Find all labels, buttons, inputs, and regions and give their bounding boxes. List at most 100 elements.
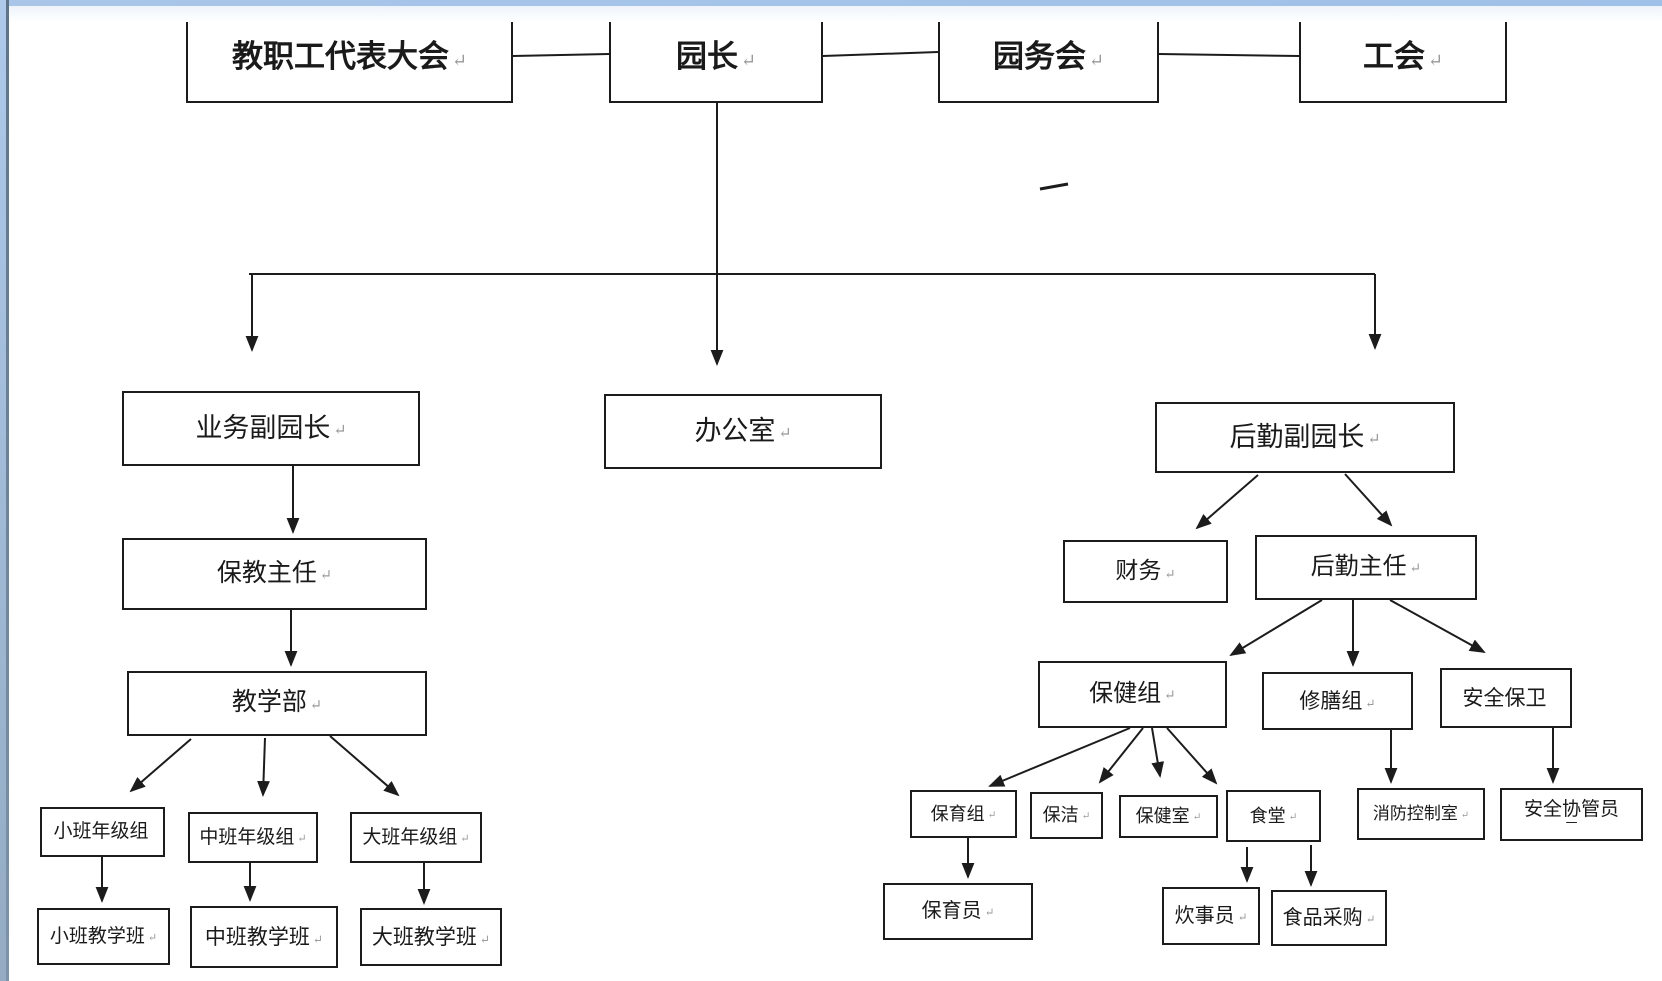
node-teaching-dept: 教学部↵	[127, 671, 427, 736]
node-label: 园长	[675, 39, 738, 75]
node-label: 大班年级组	[362, 826, 458, 848]
node-middle-grade-group: 中班年级组↵	[188, 812, 318, 863]
arrow-health-childcaregrp	[988, 727, 1131, 787]
paragraph-mark-icon: ↵	[1427, 50, 1444, 71]
node-junior-grade-group: 小班年级组	[40, 807, 165, 857]
node-label: 保育组	[930, 803, 985, 824]
paragraph-mark-icon: ↵	[451, 50, 468, 71]
paragraph-mark-icon: ↵	[1365, 913, 1376, 927]
node-security-group: 安全保卫	[1440, 668, 1572, 728]
node-senior-class: 大班教学班↵	[360, 908, 502, 966]
node-canteen: 食堂↵	[1226, 790, 1321, 842]
arrow-lvice-ldir	[1344, 473, 1393, 527]
arrow-teach-junior	[129, 738, 192, 793]
node-health-group: 保健组↵	[1038, 661, 1227, 728]
node-meal-repair-group: 修膳组↵	[1262, 672, 1413, 730]
paragraph-mark-icon: ↵	[984, 906, 995, 920]
node-label: 中班年级组	[199, 826, 295, 848]
node-label: 消防控制室	[1372, 804, 1458, 824]
link-council-union	[1158, 53, 1300, 57]
node-label: 保洁	[1042, 805, 1079, 826]
paragraph-mark-icon: ↵	[319, 568, 333, 585]
node-safety-assistant: 安全协管员 一	[1500, 788, 1643, 841]
node-office: 办公室↵	[604, 394, 882, 469]
node-union: 工会↵	[1299, 12, 1507, 103]
node-logistics-vice-principal: 后勤副园长↵	[1155, 402, 1455, 473]
node-staff-congress: 教职工代表大会↵	[186, 12, 513, 103]
paragraph-mark-icon: ↵	[309, 697, 323, 714]
window-top-fade	[0, 6, 1662, 22]
paragraph-mark-icon: ↵	[778, 425, 792, 443]
node-care-teaching-director: 保教主任↵	[122, 538, 427, 610]
node-label: 修膳组	[1299, 688, 1363, 713]
arrow-health-cleaning	[1098, 727, 1144, 784]
arrow-ldir-security	[1389, 599, 1486, 653]
link-congress-principal	[512, 53, 610, 57]
node-label: 食堂	[1249, 805, 1286, 826]
node-label: 安全保卫	[1462, 685, 1547, 710]
node-junior-class: 小班教学班↵	[37, 908, 170, 965]
node-food-purchasing: 食品采购↵	[1271, 890, 1387, 946]
node-label: 教职工代表大会	[231, 39, 449, 75]
paragraph-mark-icon: ↵	[1460, 809, 1470, 821]
paragraph-mark-icon: ↵	[1088, 50, 1105, 71]
arrow-lvice-finance	[1195, 474, 1259, 530]
node-label: 工会	[1362, 39, 1425, 75]
paragraph-mark-icon: ↵	[1288, 811, 1298, 823]
arrow-teach-middle	[257, 737, 270, 797]
node-label: 业务副园长	[195, 413, 331, 444]
node-business-vice-principal: 业务副园长↵	[122, 391, 420, 466]
paragraph-mark-icon: ↵	[147, 931, 158, 944]
paragraph-mark-icon: ↵	[987, 809, 997, 821]
node-health-room: 保健室↵	[1119, 795, 1218, 838]
paragraph-mark-icon: ↵	[1409, 561, 1422, 577]
node-label-wrap: 一	[1565, 817, 1578, 831]
node-finance: 财务↵	[1063, 540, 1228, 603]
node-childcare-worker: 保育员↵	[883, 883, 1033, 940]
node-cook: 炊事员↵	[1162, 887, 1260, 945]
window-top-strip	[0, 0, 1662, 6]
paragraph-mark-icon: ↵	[1367, 431, 1381, 449]
node-middle-class: 中班教学班↵	[190, 906, 338, 968]
node-label: 安全协管员	[1523, 799, 1619, 821]
arrow-teach-senior	[329, 735, 400, 797]
node-label: 炊事员	[1174, 904, 1235, 927]
window-left-border	[6, 0, 9, 981]
node-label: 保教主任	[216, 559, 317, 587]
paragraph-mark-icon: ↵	[1164, 688, 1176, 704]
node-fire-control-room: 消防控制室↵	[1357, 788, 1485, 840]
arrow-health-canteen	[1166, 727, 1218, 785]
paragraph-mark-icon: ↵	[479, 931, 491, 946]
node-label: 小班年级组	[53, 821, 149, 843]
paragraph-mark-icon: ↵	[1237, 911, 1248, 925]
node-label: 保育员	[921, 900, 982, 922]
node-label: 后勤主任	[1310, 553, 1407, 580]
node-label: 大班教学班	[371, 924, 477, 949]
node-childcare-group: 保育组↵	[910, 790, 1017, 838]
paragraph-mark-icon: ↵	[1365, 695, 1376, 710]
node-label: 办公室	[694, 416, 776, 447]
paragraph-mark-icon: ↵	[460, 832, 470, 845]
node-label: 教学部	[231, 689, 307, 717]
arrow-ldir-health	[1229, 599, 1323, 657]
node-senior-grade-group: 大班年级组↵	[350, 812, 482, 863]
stray-dash	[1039, 182, 1069, 191]
node-label: 中班教学班	[204, 924, 310, 949]
paragraph-mark-icon: ↵	[297, 832, 307, 845]
window-left-strip	[0, 0, 6, 981]
node-cleaning: 保洁↵	[1030, 792, 1103, 839]
link-principal-council	[822, 51, 939, 57]
node-label: 保健室	[1135, 806, 1190, 827]
node-council: 园务会↵	[938, 12, 1159, 103]
node-logistics-director: 后勤主任↵	[1255, 535, 1477, 600]
node-label: 后勤副园长	[1229, 422, 1365, 453]
paragraph-mark-icon: ↵	[1164, 566, 1176, 582]
node-principal: 园长↵	[609, 12, 823, 103]
paragraph-mark-icon: ↵	[1192, 811, 1202, 823]
arrow-health-healthroom	[1151, 727, 1165, 778]
paragraph-mark-icon: ↵	[312, 931, 324, 946]
paragraph-mark-icon: ↵	[333, 422, 347, 440]
node-label: 园务会	[992, 39, 1086, 75]
node-label: 财务	[1115, 558, 1162, 584]
